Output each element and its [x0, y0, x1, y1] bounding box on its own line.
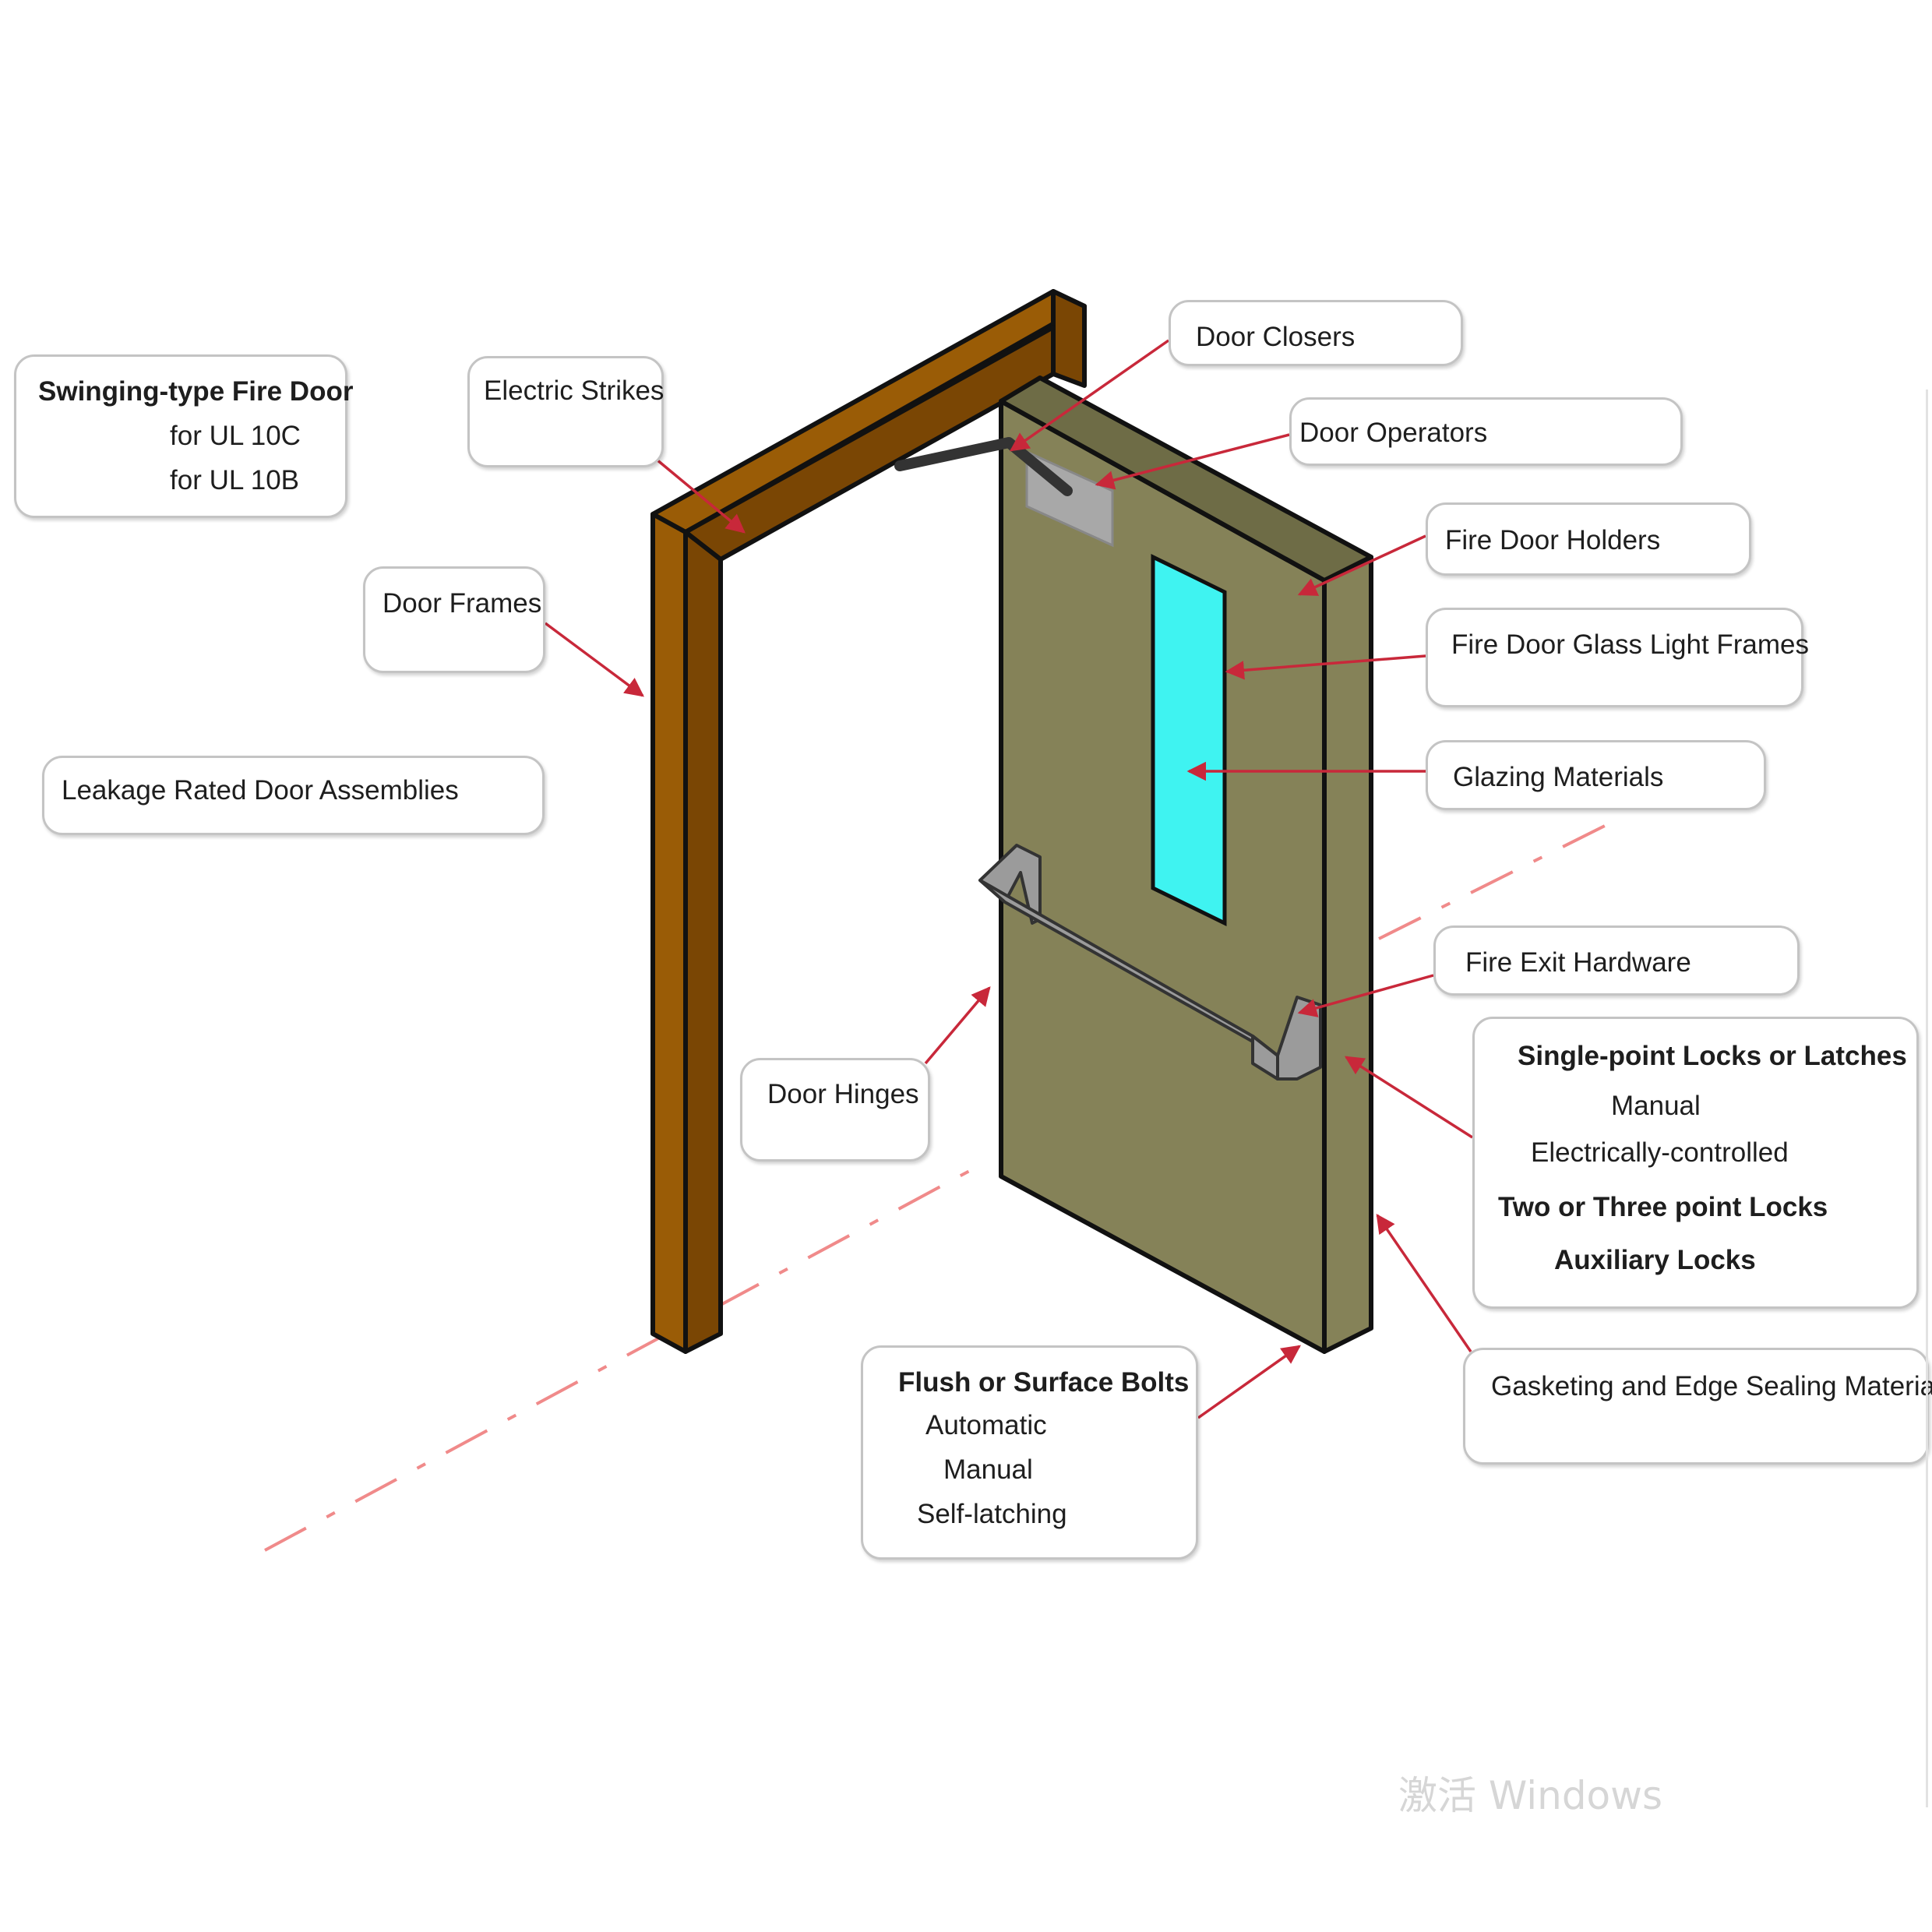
door-hinges-label: Door Hinges — [767, 1079, 919, 1109]
bolts-manual: Manual — [943, 1454, 1033, 1485]
callout-fire-door-holders: Fire Door Holders — [1426, 502, 1751, 576]
frame-right-stub — [1051, 289, 1087, 388]
frame-left-front — [650, 512, 688, 1354]
door-closers-label: Door Closers — [1196, 322, 1356, 352]
gasketing-label: Gasketing and Edge Sealing Materials — [1491, 1371, 1932, 1401]
fire-door-holders-label: Fire Door Holders — [1445, 525, 1661, 555]
locks-multi: Two or Three point Locks — [1498, 1192, 1828, 1222]
door-frames-label: Door Frames — [383, 588, 542, 619]
door-operators-label: Door Operators — [1299, 418, 1488, 448]
callout-door-frames: Door Frames — [363, 566, 545, 673]
callout-door-closers: Door Closers — [1169, 300, 1463, 366]
swinging-ul10b: for UL 10B — [170, 465, 300, 495]
callout-leakage-rated: Leakage Rated Door Assemblies — [42, 756, 545, 835]
fire-exit-label: Fire Exit Hardware — [1465, 947, 1691, 978]
callout-glass-light-frames: Fire Door Glass Light Frames — [1426, 608, 1809, 707]
glass-light-frames-label: Fire Door Glass Light Frames — [1451, 629, 1810, 660]
swinging-ul10c: for UL 10C — [170, 421, 301, 451]
door-side-edge — [1322, 555, 1373, 1354]
glass-light-panel — [1151, 553, 1227, 927]
floor-dash-lines — [264, 824, 1606, 1552]
callout-door-hinges: Door Hinges — [740, 1058, 930, 1162]
locks-title: Single-point Locks or Latches — [1518, 1041, 1907, 1071]
swinging-title: Swinging-type Fire Door — [38, 376, 354, 407]
door-closer — [894, 437, 1114, 548]
callout-glazing-materials: Glazing Materials — [1426, 740, 1766, 810]
locks-manual: Manual — [1611, 1091, 1701, 1121]
glazing-label: Glazing Materials — [1453, 762, 1664, 792]
bolts-title: Flush or Surface Bolts — [898, 1367, 1190, 1398]
leader-arrows — [544, 339, 1473, 1419]
frame-left-inner — [683, 530, 723, 1354]
callout-swinging-type-fire-door: Swinging-type Fire Door for UL 10C for U… — [14, 354, 353, 518]
callout-bolts: Flush or Surface Bolts Automatic Manual … — [861, 1345, 1198, 1560]
callout-electric-strikes: Electric Strikes — [467, 356, 664, 467]
callout-fire-exit-hardware: Fire Exit Hardware — [1433, 925, 1800, 996]
bolts-automatic: Automatic — [925, 1410, 1047, 1440]
callout-door-operators: Door Operators — [1289, 397, 1683, 466]
locks-aux: Auxiliary Locks — [1554, 1245, 1756, 1275]
electric-strikes-label: Electric Strikes — [484, 375, 665, 406]
leakage-label: Leakage Rated Door Assemblies — [62, 775, 459, 806]
callout-locks: Single-point Locks or Latches Manual Ele… — [1472, 1017, 1919, 1309]
activation-watermark: 激活 Windows — [1398, 1773, 1663, 1818]
right-edge-line — [1926, 390, 1928, 1807]
panic-bar — [978, 844, 1322, 1081]
bolts-self-latching: Self-latching — [917, 1499, 1067, 1529]
door-frame — [650, 289, 1087, 1354]
callout-gasketing: Gasketing and Edge Sealing Materials — [1463, 1348, 1932, 1465]
locks-electric: Electrically-controlled — [1531, 1137, 1789, 1168]
